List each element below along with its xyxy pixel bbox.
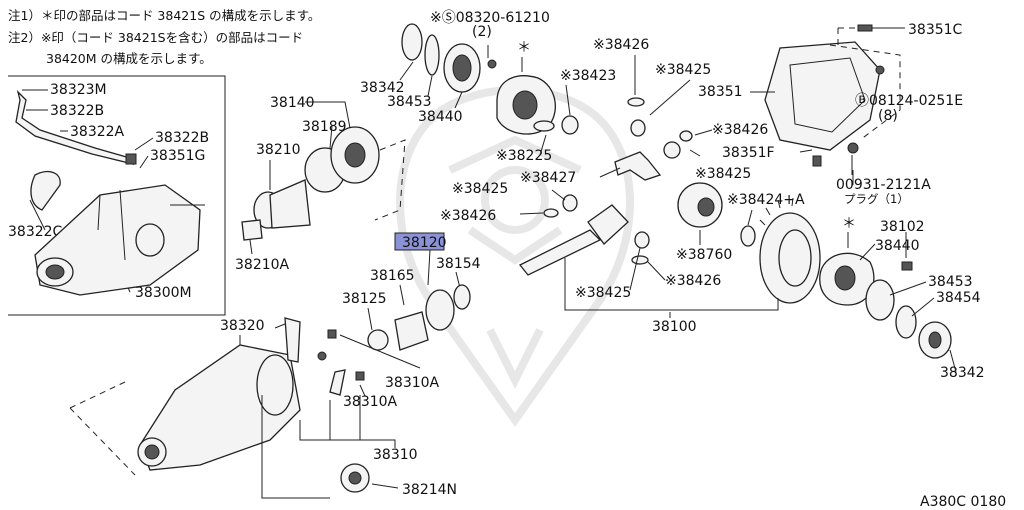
- inset-label-38322b-2[interactable]: 38322B: [155, 130, 209, 146]
- label-38310a-2[interactable]: 38310A: [343, 394, 398, 410]
- label-38214n[interactable]: 38214N: [402, 482, 457, 498]
- inset-clamp-icon: [30, 171, 61, 211]
- gear-38425-b-icon: [663, 141, 681, 159]
- note-line-2: 注2）※印（コード 38421Sを含む）の部品はコード: [8, 30, 303, 45]
- label-38320[interactable]: 38320: [220, 318, 265, 334]
- label-38342-mid[interactable]: 38342: [940, 365, 985, 381]
- label-38426-d[interactable]: ※38426: [665, 273, 721, 289]
- bolt-08320-icon: [487, 59, 497, 69]
- note-line-1: 注1）＊印の部品はコード 38421S の構成を示します。: [8, 8, 320, 23]
- label-bolt-b-qty: (8): [878, 108, 898, 124]
- diff-case-top-icon: ＊: [496, 40, 579, 135]
- gear-38425-a-icon: [630, 119, 646, 137]
- collapsible-spacer-icon: [367, 284, 471, 351]
- label-38154[interactable]: 38154: [436, 256, 481, 272]
- label-38426-b[interactable]: ※38426: [712, 122, 768, 138]
- label-38225[interactable]: ※38225: [496, 148, 552, 164]
- label-38426-a[interactable]: ※38426: [593, 37, 649, 53]
- label-38210[interactable]: 38210: [256, 142, 301, 158]
- label-38210a[interactable]: 38210A: [235, 257, 290, 273]
- note-line-3: 38420M の構成を示します。: [46, 51, 212, 66]
- diff-case-right-icon: [819, 252, 952, 359]
- label-38425-b[interactable]: ※38425: [695, 166, 751, 182]
- washer-38424-icon: [740, 225, 756, 247]
- watermark-crest: [396, 86, 634, 427]
- label-38425-d[interactable]: ※38425: [575, 285, 631, 301]
- shim-38453-top-icon: [424, 34, 440, 76]
- label-38453-mid[interactable]: 38453: [928, 274, 973, 290]
- pinion-bearing-group: [241, 126, 406, 241]
- bracket-38100: [564, 258, 779, 311]
- inset-diff-housing-icon: [34, 184, 201, 296]
- label-bolt-b[interactable]: Ⓑ08124-0251E: [855, 93, 963, 109]
- label-38351f[interactable]: 38351F: [722, 145, 775, 161]
- label-38342-top[interactable]: 38342: [360, 80, 405, 96]
- inset-label-38322a[interactable]: 38322A: [70, 124, 125, 140]
- inset-panel: 38323M 38322B 38322A 38322B 38351G 38322…: [8, 75, 226, 316]
- footer-code: A380C 0180: [920, 494, 1006, 510]
- label-bolt-s[interactable]: ※Ⓢ08320-61210: [430, 10, 550, 26]
- seal-38342-top-icon: [401, 23, 423, 61]
- label-38310[interactable]: 38310: [373, 447, 418, 463]
- pinion-gear-38423-icon: [561, 115, 579, 135]
- label-38426-c[interactable]: ※38426: [440, 208, 496, 224]
- inset-label-38322b-1[interactable]: 38322B: [50, 103, 104, 119]
- label-star-mid: ＊: [842, 216, 856, 232]
- label-38427[interactable]: ※38427: [520, 170, 576, 186]
- label-38760[interactable]: ※38760: [676, 247, 732, 263]
- bearing-38760-icon: [677, 182, 723, 228]
- label-38454[interactable]: 38454: [936, 290, 981, 306]
- label-38165[interactable]: 38165: [370, 268, 415, 284]
- label-plug-code[interactable]: 00931-2121A: [836, 177, 931, 193]
- cross-pin-38427-icon: [614, 151, 662, 181]
- washer-38225-icon: [533, 120, 555, 132]
- label-38125[interactable]: 38125: [342, 291, 387, 307]
- label-38425-a[interactable]: ※38425: [655, 62, 711, 78]
- highlight-38120[interactable]: [394, 232, 445, 251]
- side-flange-bolts-icon: [284, 317, 365, 396]
- label-38440-top[interactable]: 38440: [418, 109, 463, 125]
- label-bolt-s-qty: (2): [472, 24, 492, 40]
- inset-label-38300m[interactable]: 38300M: [135, 285, 192, 301]
- label-38351c[interactable]: 38351C: [908, 22, 963, 38]
- gear-38425-c-icon: [562, 194, 578, 212]
- label-38351[interactable]: 38351: [698, 84, 743, 100]
- inset-label-38322c[interactable]: 38322C: [8, 224, 63, 240]
- inset-clip-icon: [125, 153, 137, 165]
- washer-38426-c-icon: [543, 208, 559, 218]
- ring-gear-icon: [759, 197, 821, 304]
- top-bearing-group: [399, 23, 497, 109]
- label-38440-mid[interactable]: 38440: [875, 238, 920, 254]
- label-38120[interactable]: 38120: [402, 235, 447, 251]
- label-38140[interactable]: 38140: [270, 95, 315, 111]
- washer-38426-b-icon: [679, 130, 693, 142]
- svg-text:＊: ＊: [517, 40, 531, 56]
- inset-label-38323m[interactable]: 38323M: [50, 82, 107, 98]
- main-housing-38320-icon: [69, 344, 330, 499]
- inset-label-38351g[interactable]: 38351G: [150, 148, 205, 164]
- label-38102[interactable]: 38102: [880, 219, 925, 235]
- label-38424[interactable]: ※38424+A: [727, 192, 805, 208]
- nut-38210a-icon: [241, 219, 263, 241]
- label-38310a-1[interactable]: 38310A: [385, 375, 440, 391]
- washer-38426-a-icon: [627, 97, 645, 107]
- label-38425-c[interactable]: ※38425: [452, 181, 508, 197]
- label-38423[interactable]: ※38423: [560, 68, 616, 84]
- label-38189[interactable]: 38189: [302, 119, 347, 135]
- label-plug-name: プラグ（1）: [844, 192, 909, 206]
- label-38453-top[interactable]: 38453: [387, 94, 432, 110]
- drive-pinion-icon: [518, 204, 650, 276]
- label-38100[interactable]: 38100: [652, 319, 697, 335]
- oil-seal-38214n-icon: [340, 463, 370, 493]
